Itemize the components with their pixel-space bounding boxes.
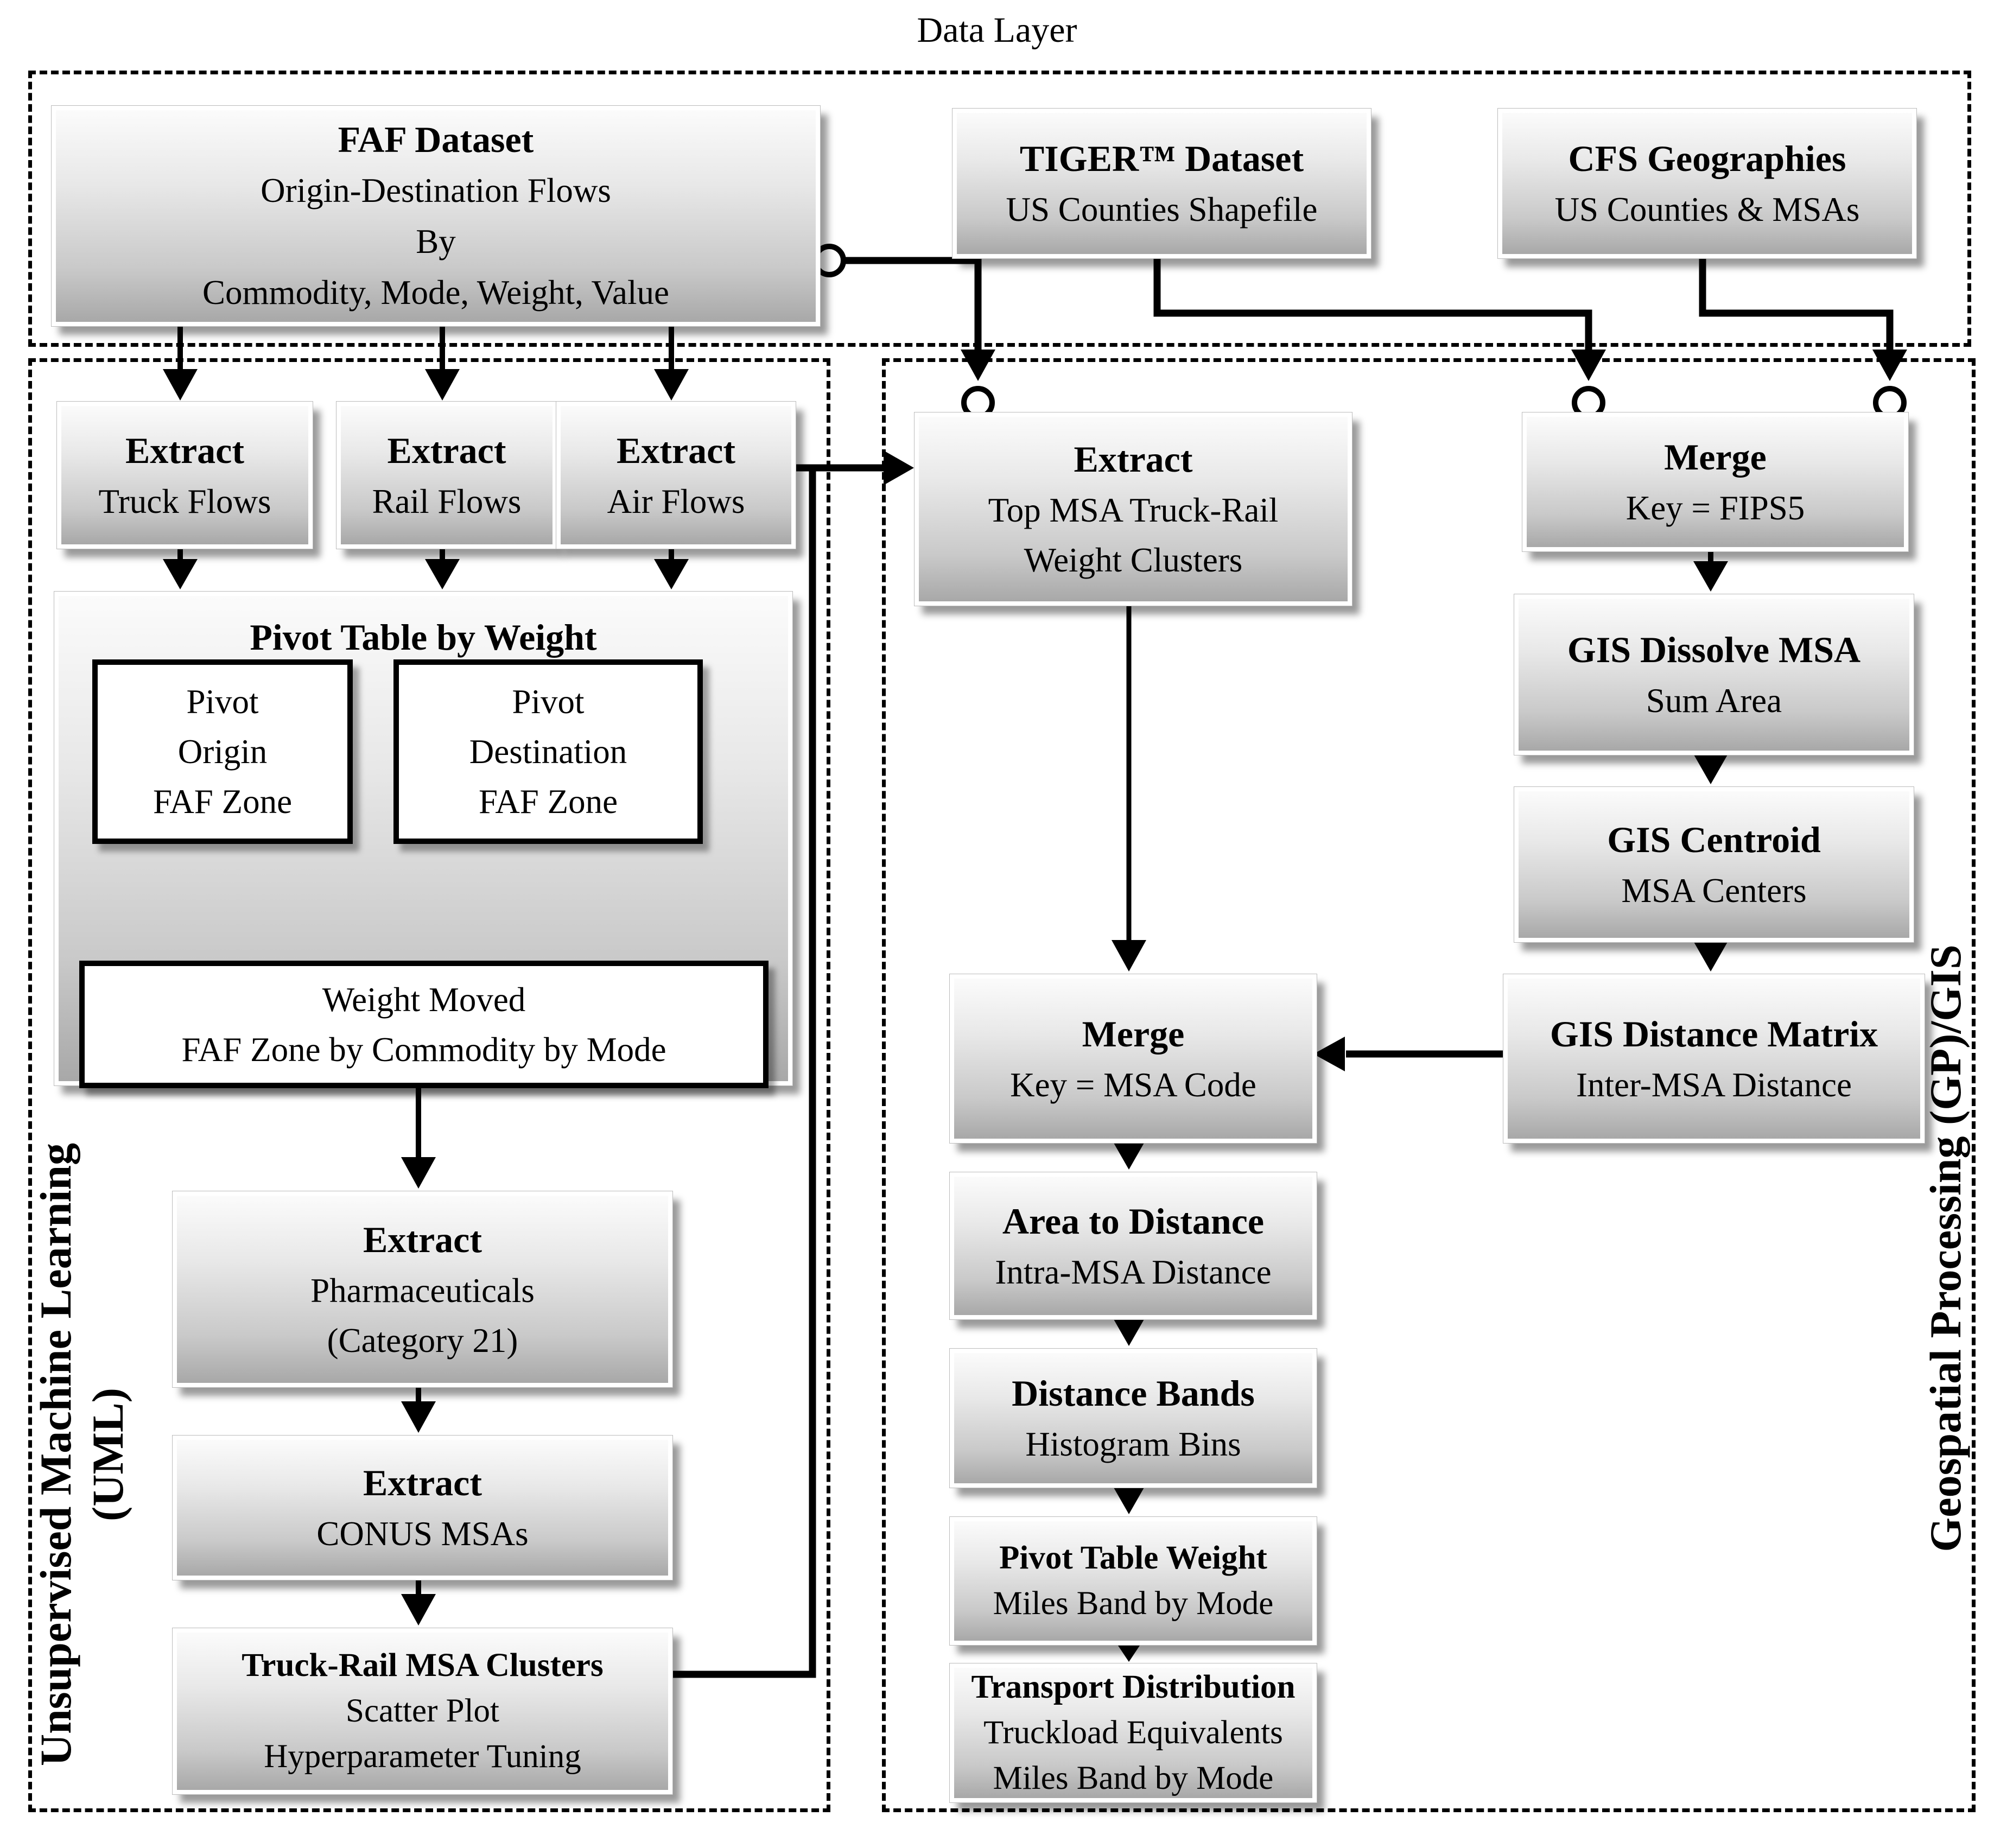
- diagram-title: Data Layer: [917, 10, 1077, 50]
- box-title: Merge: [1082, 1013, 1185, 1055]
- box-title: FAF Dataset: [338, 119, 534, 160]
- box-line: By: [416, 223, 456, 261]
- box-gis-distance-matrix: GIS Distance Matrix Inter-MSA Distance: [1503, 974, 1925, 1144]
- box-line: Truck Flows: [98, 482, 271, 520]
- box-distance-bands: Distance Bands Histogram Bins: [949, 1348, 1317, 1488]
- box-title: Distance Bands: [1012, 1373, 1255, 1414]
- box-line: Pivot: [512, 683, 585, 721]
- box-extract-conus-msas: Extract CONUS MSAs: [172, 1435, 673, 1580]
- box-merge-msa-code: Merge Key = MSA Code: [949, 974, 1317, 1144]
- box-title: Truck-Rail MSA Clusters: [242, 1647, 604, 1684]
- box-line: Inter-MSA Distance: [1576, 1065, 1852, 1104]
- box-gis-centroid: GIS Centroid MSA Centers: [1514, 786, 1914, 943]
- box-line: Pivot: [186, 683, 259, 721]
- box-title: CFS Geographies: [1568, 138, 1846, 179]
- box-line: Origin-Destination Flows: [261, 172, 611, 209]
- box-truck-rail-msa-clusters: Truck-Rail MSA Clusters Scatter Plot Hyp…: [172, 1628, 673, 1795]
- box-extract-air-flows: Extract Air Flows: [556, 401, 796, 549]
- box-weight-moved: Weight Moved FAF Zone by Commodity by Mo…: [79, 961, 769, 1088]
- box-line: Hyperparameter Tuning: [264, 1738, 581, 1775]
- box-line: Key = MSA Code: [1010, 1065, 1256, 1104]
- box-line: MSA Centers: [1621, 872, 1807, 910]
- box-line: Air Flows: [607, 482, 745, 520]
- box-line: FAF Zone: [153, 783, 293, 821]
- box-line: Origin: [177, 733, 268, 771]
- box-line: Scatter Plot: [346, 1693, 499, 1729]
- box-title: GIS Distance Matrix: [1550, 1013, 1878, 1055]
- box-title: Extract: [363, 1462, 482, 1503]
- gis-section-label-text: Geospatial Processing (GP)/GIS: [1921, 944, 1970, 1552]
- uml-section-label-line2: (UML): [83, 1388, 132, 1521]
- box-title: Pivot Table Weight: [999, 1540, 1267, 1576]
- gis-section: [882, 358, 1976, 1812]
- box-extract-pharmaceuticals: Extract Pharmaceuticals (Category 21): [172, 1191, 673, 1388]
- box-extract-top-msa: Extract Top MSA Truck-Rail Weight Cluste…: [914, 412, 1352, 606]
- box-title: TIGER™ Dataset: [1019, 138, 1304, 179]
- box-title: Extract: [1074, 439, 1193, 480]
- box-line: Miles Band by Mode: [993, 1585, 1274, 1622]
- box-title: Extract: [387, 429, 506, 471]
- box-line: Weight Moved: [322, 980, 526, 1019]
- box-tiger-dataset: TIGER™ Dataset US Counties Shapefile: [952, 108, 1371, 259]
- box-title: Pivot Table by Weight: [250, 617, 597, 658]
- box-pivot-table-weight: Pivot Table Weight Miles Band by Mode: [949, 1516, 1317, 1646]
- box-line: Truckload Equivalents: [983, 1714, 1283, 1751]
- box-extract-rail-flows: Extract Rail Flows: [336, 401, 557, 549]
- uml-section-label: Unsupervised Machine Learning (UML): [30, 1099, 133, 1810]
- box-line: Key = FIPS5: [1625, 489, 1805, 527]
- box-line: CONUS MSAs: [316, 1515, 529, 1553]
- box-line: US Counties & MSAs: [1554, 190, 1860, 228]
- box-pivot-destination: Pivot Destination FAF Zone: [393, 659, 703, 844]
- box-line: Intra-MSA Distance: [995, 1253, 1272, 1291]
- box-title: Area to Distance: [1002, 1200, 1265, 1242]
- box-title: Merge: [1664, 436, 1767, 478]
- box-title: GIS Dissolve MSA: [1567, 629, 1861, 670]
- box-line: Rail Flows: [372, 482, 522, 520]
- box-line: Weight Clusters: [1024, 541, 1243, 579]
- box-line: Pharmaceuticals: [310, 1271, 535, 1310]
- box-gis-dissolve-msa: GIS Dissolve MSA Sum Area: [1514, 594, 1914, 755]
- data-layer-section: [28, 71, 1971, 347]
- box-pivot-origin: Pivot Origin FAF Zone: [92, 659, 353, 844]
- box-line: Destination: [469, 733, 627, 771]
- box-cfs-geographies: CFS Geographies US Counties & MSAs: [1497, 108, 1917, 259]
- box-faf-dataset: FAF Dataset Origin-Destination Flows By …: [51, 105, 821, 327]
- box-line: Miles Band by Mode: [993, 1760, 1274, 1796]
- box-line: Commodity, Mode, Weight, Value: [202, 274, 669, 312]
- box-merge-fips5: Merge Key = FIPS5: [1522, 412, 1909, 552]
- box-title: Extract: [125, 429, 244, 471]
- box-line: FAF Zone by Commodity by Mode: [181, 1030, 666, 1069]
- box-line: Histogram Bins: [1025, 1425, 1241, 1463]
- box-title: GIS Centroid: [1607, 819, 1821, 860]
- box-title: Transport Distribution: [971, 1669, 1296, 1705]
- uml-section: [28, 358, 830, 1812]
- box-extract-truck-flows: Extract Truck Flows: [56, 401, 313, 549]
- box-line: (Category 21): [327, 1321, 518, 1360]
- box-area-to-distance: Area to Distance Intra-MSA Distance: [949, 1172, 1317, 1320]
- gis-section-label: Geospatial Processing (GP)/GIS: [1920, 887, 1974, 1609]
- box-line: FAF Zone: [478, 783, 618, 821]
- box-title: Extract: [616, 429, 735, 471]
- box-line: Top MSA Truck-Rail: [988, 491, 1279, 529]
- uml-section-label-line1: Unsupervised Machine Learning: [31, 1142, 80, 1767]
- box-title: Extract: [363, 1218, 482, 1260]
- box-line: US Counties Shapefile: [1006, 190, 1318, 228]
- box-transport-distribution: Transport Distribution Truckload Equival…: [949, 1663, 1317, 1803]
- box-line: Sum Area: [1646, 682, 1782, 720]
